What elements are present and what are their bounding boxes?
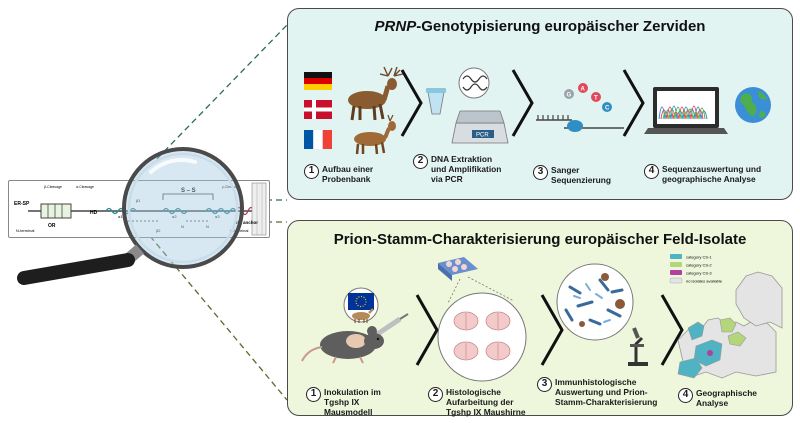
process-arrows-bottom	[415, 294, 684, 366]
mouse-icon	[301, 326, 384, 364]
top-step-4-number: 4	[644, 164, 659, 179]
globe-icon	[735, 87, 771, 123]
europe-map-icon	[677, 271, 783, 379]
pcr-illustration: PCR	[426, 67, 509, 144]
label-cleavage-b: α-Cleavage	[76, 185, 94, 189]
brain-section-icon	[453, 311, 511, 361]
title-gene-name: PRNP	[374, 18, 417, 35]
map-legend: category CS-1 category CS-2 category CS-…	[669, 254, 723, 284]
label-cleavage-a: β-Cleavage	[44, 185, 62, 189]
panel-bottom-title: Prion-Stamm-Charakterisierung europäisch…	[333, 231, 747, 248]
bottom-step-1-number: 1	[306, 387, 321, 402]
seq-base-a: A	[581, 87, 586, 93]
microscope-icon	[628, 327, 648, 366]
sanger-illustration: G A T C	[536, 83, 624, 132]
seq-base-c: C	[605, 106, 610, 112]
flag-france-icon	[304, 130, 332, 149]
top-step-2-label: DNA Extraktion und Amplifikation via PCR	[431, 154, 502, 184]
top-step-3-label: Sanger Sequenzierung	[551, 165, 612, 185]
label-helix-3: α3	[215, 214, 220, 219]
label-er-sp: ER-SP	[14, 201, 30, 207]
goat-icon	[352, 308, 374, 323]
roe-deer-icon	[354, 114, 396, 155]
bottom-step-3: 3 Immunhistologische Auswertung und Prio…	[537, 377, 667, 407]
panel-top-title: PRNP-Genotypisierung europäischer Zervid…	[288, 18, 792, 35]
magnifying-glass-icon	[17, 147, 244, 285]
europe-map-illustration: category CS-1 category CS-2 category CS-…	[669, 254, 783, 379]
top-step-4: 4 Sequenzauswertung und geographische An…	[644, 164, 789, 184]
top-step-1-number: 1	[304, 164, 319, 179]
top-step-1: 1 Aufbau einer Probenbank	[304, 164, 404, 184]
immunohistology-illustration	[556, 263, 648, 366]
label-n-terminal: N-terminal	[16, 228, 35, 233]
label-helix-1: α1	[118, 214, 123, 219]
label-beta-2: β2	[156, 228, 161, 233]
top-step-3-number: 3	[533, 165, 548, 180]
bottom-step-2-label: Histologische Aufarbeitung der Tgshp IX …	[446, 387, 526, 417]
bottom-step-4-label: Geographische Analyse	[696, 388, 757, 408]
top-step-2-number: 2	[413, 154, 428, 169]
top-step-4-label: Sequenzauswertung und geographische Anal…	[662, 164, 762, 184]
label-helix-2: α2	[172, 214, 177, 219]
pcr-machine-icon: PCR	[451, 110, 509, 144]
bottom-step-4: 4 Geographische Analyse	[678, 388, 788, 408]
tissue-block-icon	[438, 257, 478, 281]
label-beta-1: β1	[136, 198, 141, 203]
label-n-glyco-1: N	[181, 224, 184, 229]
seq-base-g: G	[567, 93, 572, 99]
seq-base-t: T	[594, 96, 598, 102]
label-or: OR	[48, 223, 56, 229]
gene-schematic-drawing: ER-SP OR HD β-Cleavage α-Cleavage γ-Clea…	[14, 182, 267, 236]
title-text: -Genotypisierung europäischer Zerviden	[416, 18, 706, 35]
label-n-glyco-2: N	[206, 224, 209, 229]
bottom-step-4-number: 4	[678, 388, 693, 403]
process-arrows-top	[400, 69, 645, 137]
legend-cs1: category CS-1	[686, 255, 712, 260]
laptop-globe-illustration	[644, 87, 771, 134]
legend-cs3: category CS-3	[686, 271, 712, 276]
top-step-3: 3 Sanger Sequenzierung	[533, 165, 633, 185]
flag-denmark-icon	[304, 100, 332, 119]
bottom-step-2: 2 Histologische Aufarbeitung der Tgshp I…	[428, 387, 538, 417]
flags-and-deer-illustration	[304, 66, 404, 155]
label-ss: S – S	[181, 188, 196, 194]
bottom-step-2-number: 2	[428, 387, 443, 402]
label-cleavage-c: γ-Cleavage	[222, 185, 240, 189]
tube-icon	[426, 88, 446, 115]
bottom-step-3-label: Immunhistologische Auswertung und Prion-…	[555, 377, 658, 407]
pcr-machine-label: PCR	[476, 133, 489, 139]
label-hd: HD	[90, 210, 98, 216]
deer-icon	[348, 66, 404, 121]
legend-cs2: category CS-2	[686, 263, 712, 268]
label-gpi-anchor: GPI anchor	[234, 220, 258, 225]
gene-schematic	[8, 180, 270, 238]
top-step-2: 2 DNA Extraktion und Amplifikation via P…	[413, 154, 513, 184]
legend-none: no isolates available	[686, 279, 723, 284]
bottom-step-1: 1 Inokulation im Tgshp IX Mausmodell	[306, 387, 416, 417]
bottom-step-1-label: Inokulation im Tgshp IX Mausmodell	[324, 387, 381, 417]
flag-germany-icon	[304, 72, 332, 90]
eu-flag-icon	[348, 293, 374, 310]
laptop-icon	[644, 87, 728, 134]
bottom-step-3-number: 3	[537, 377, 552, 392]
top-step-1-label: Aufbau einer Probenbank	[322, 164, 374, 184]
histology-illustration	[437, 257, 527, 382]
mouse-inoculation-illustration	[301, 287, 409, 364]
